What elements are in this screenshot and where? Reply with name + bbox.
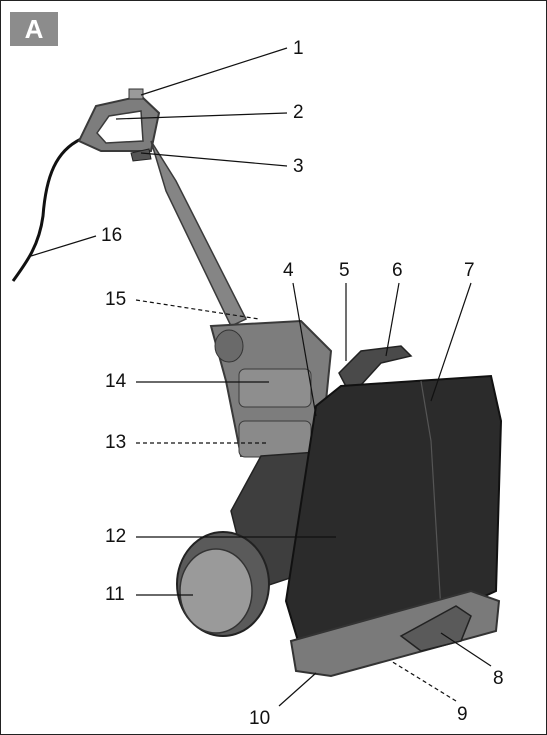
callout-5: 5 <box>339 260 350 281</box>
safety-lock-button <box>128 88 144 100</box>
callout-2: 2 <box>293 102 304 123</box>
leader-line-6 <box>385 282 400 357</box>
leader-line-2 <box>115 112 288 120</box>
callout-12: 12 <box>105 526 127 547</box>
callout-6: 6 <box>392 260 403 281</box>
callout-13: 13 <box>105 432 127 453</box>
callout-3: 3 <box>293 156 304 177</box>
leader-line-1 <box>140 47 288 96</box>
housing-ring-upper <box>238 368 312 408</box>
leader-line-9 <box>390 660 457 702</box>
leader-line-3 <box>140 152 288 167</box>
handle-tube <box>150 140 248 327</box>
height-adjust-grip <box>399 605 472 652</box>
on-off-switch <box>130 148 152 162</box>
power-cord <box>11 137 82 282</box>
wheel-cap <box>179 548 253 634</box>
callout-9: 9 <box>457 704 468 725</box>
callout-10: 10 <box>249 708 271 729</box>
leader-line-4 <box>292 282 317 417</box>
callout-7: 7 <box>464 260 475 281</box>
callout-8: 8 <box>493 668 504 689</box>
callout-15: 15 <box>105 289 127 310</box>
housing-knob <box>214 329 244 363</box>
callout-4: 4 <box>283 260 294 281</box>
collection-bag <box>284 374 503 653</box>
leader-line-16 <box>30 235 97 257</box>
housing-ring-lower <box>238 420 312 458</box>
callout-14: 14 <box>105 371 127 392</box>
callout-16: 16 <box>101 225 123 246</box>
leader-line-10 <box>278 672 317 707</box>
leader-line-7 <box>430 282 472 402</box>
bag-seam <box>420 380 442 612</box>
figure-badge: A <box>10 12 58 46</box>
callout-1: 1 <box>293 38 304 59</box>
callout-11: 11 <box>105 584 125 605</box>
leader-line-8 <box>440 632 492 667</box>
